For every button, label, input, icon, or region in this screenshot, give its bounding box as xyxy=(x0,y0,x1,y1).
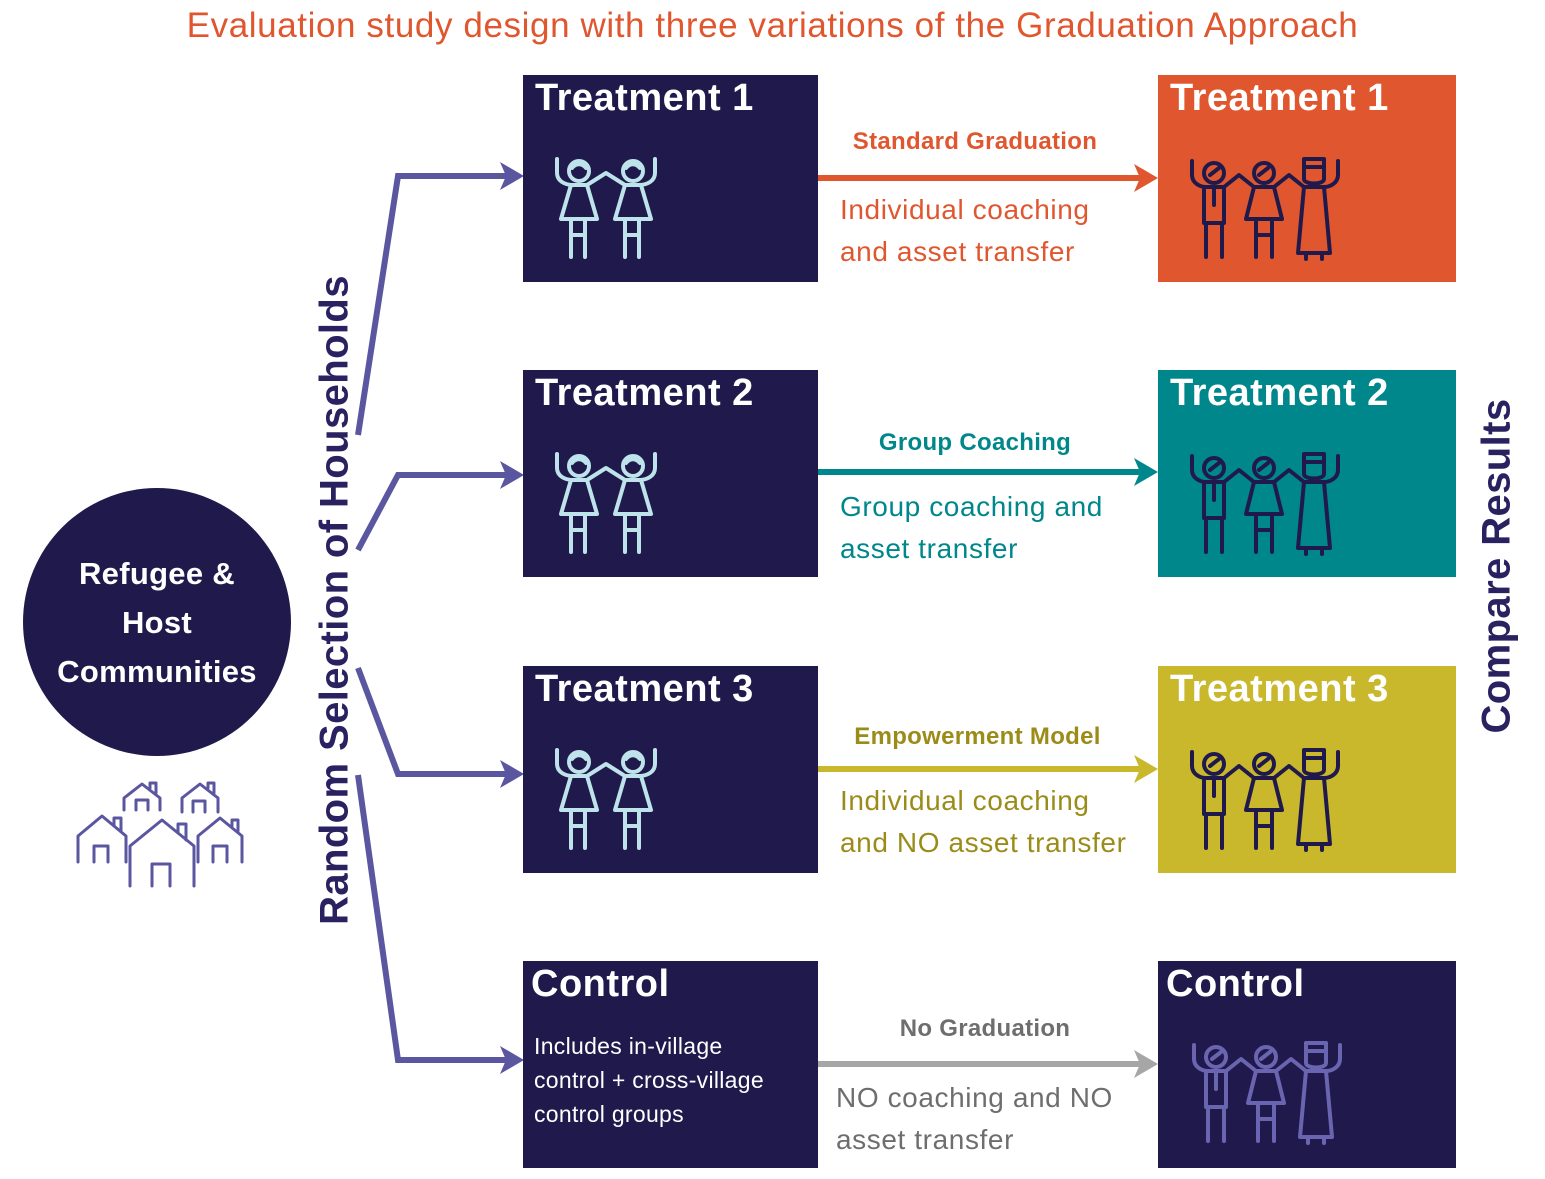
population-label-line1: Refugee & xyxy=(78,555,235,591)
three-people-icon xyxy=(1190,748,1340,852)
two-women-icon xyxy=(555,157,657,259)
result-treatment-1-title: Treatment 1 xyxy=(1170,77,1389,119)
branch-line-4 xyxy=(355,774,516,1063)
control-box-title: Control xyxy=(531,963,670,1005)
control-box-description: Includes in-village control + cross-vill… xyxy=(534,1029,764,1131)
branch-arrowhead-1 xyxy=(500,162,524,190)
control-box: Control Includes in-village control + cr… xyxy=(523,961,818,1168)
branch-line-1 xyxy=(355,173,516,436)
result-treatment-3-title: Treatment 3 xyxy=(1170,668,1389,710)
arm-description-2-line2: asset transfer xyxy=(840,533,1019,564)
result-control-box: Control xyxy=(1158,961,1456,1168)
branch-line-3 xyxy=(355,666,516,777)
three-people-icon xyxy=(1190,452,1340,556)
arm-arrowhead-4 xyxy=(1134,1050,1158,1078)
village-houses-icon xyxy=(76,781,244,888)
arm-description-4-line1: NO coaching and NO xyxy=(836,1082,1113,1113)
treatment-1-box: Treatment 1 xyxy=(523,75,818,282)
branch-line-2 xyxy=(355,472,516,552)
arm-label-4: No Graduation xyxy=(899,1015,1071,1042)
arm-description-1: Individual coaching and asset transfer xyxy=(840,189,1090,273)
result-treatment-3-box: Treatment 3 xyxy=(1158,666,1456,873)
arm-description-3: Individual coaching and NO asset transfe… xyxy=(840,780,1127,864)
result-treatment-2-title: Treatment 2 xyxy=(1170,372,1389,414)
arm-label-1: Standard Graduation xyxy=(852,128,1098,155)
treatment-3-box: Treatment 3 xyxy=(523,666,818,873)
diagram-title: Evaluation study design with three varia… xyxy=(186,6,1359,45)
result-treatment-2-box: Treatment 2 xyxy=(1158,370,1456,577)
arm-arrowhead-1 xyxy=(1134,164,1158,192)
control-desc-line2: control + cross-village xyxy=(534,1067,764,1093)
arm-description-2: Group coaching and asset transfer xyxy=(840,486,1103,570)
treatment-3-box-title: Treatment 3 xyxy=(535,668,754,710)
result-treatment-1-box: Treatment 1 xyxy=(1158,75,1456,282)
result-control-title: Control xyxy=(1166,963,1305,1005)
two-women-icon xyxy=(555,452,657,554)
population-label-line3: Communities xyxy=(57,653,257,689)
arm-label-3: Empowerment Model xyxy=(854,723,1101,750)
compare-results-label: Compare Results xyxy=(1474,398,1519,734)
two-women-icon xyxy=(555,748,657,850)
three-people-icon xyxy=(1192,1041,1342,1145)
arm-description-1-line2: and asset transfer xyxy=(840,236,1075,267)
arm-description-3-line2: and NO asset transfer xyxy=(840,827,1127,858)
arm-description-4: NO coaching and NO asset transfer xyxy=(836,1077,1113,1161)
arm-label-2: Group Coaching xyxy=(878,429,1072,456)
branch-arrowhead-4 xyxy=(500,1046,524,1074)
branch-arrowhead-2 xyxy=(500,461,524,489)
three-people-icon xyxy=(1190,157,1340,261)
control-desc-line3: control groups xyxy=(534,1101,684,1127)
arm-description-1-line1: Individual coaching xyxy=(840,194,1090,225)
treatment-1-box-title: Treatment 1 xyxy=(535,77,754,119)
population-label-line2: Host xyxy=(121,604,193,640)
arm-description-2-line1: Group coaching and xyxy=(840,491,1103,522)
branch-arrowhead-3 xyxy=(500,760,524,788)
population-circle: Refugee & Host Communities xyxy=(23,488,291,756)
control-desc-line1: Includes in-village xyxy=(534,1033,723,1059)
treatment-2-box-title: Treatment 2 xyxy=(535,372,754,414)
treatment-2-box: Treatment 2 xyxy=(523,370,818,577)
arm-arrowhead-2 xyxy=(1134,458,1158,486)
arm-description-3-line1: Individual coaching xyxy=(840,785,1090,816)
arm-description-4-line2: asset transfer xyxy=(836,1124,1015,1155)
arm-arrowhead-3 xyxy=(1134,755,1158,783)
